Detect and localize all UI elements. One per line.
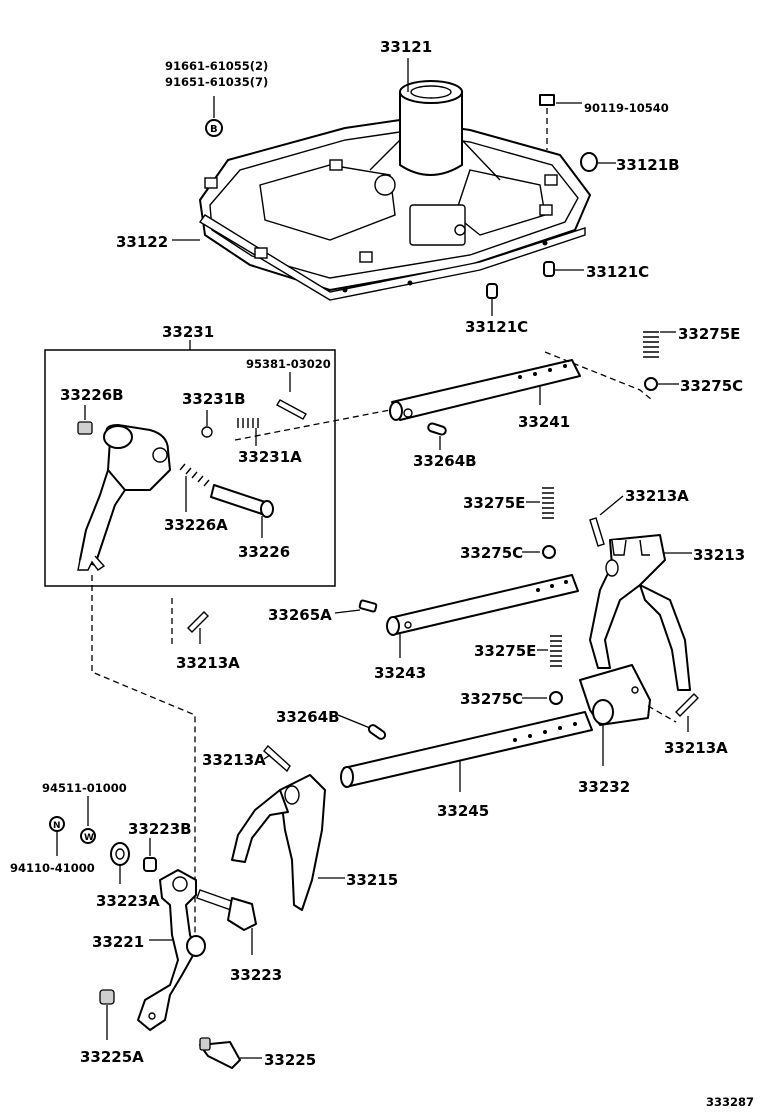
label-33264B-low: 33264B	[276, 708, 340, 726]
label-33231B: 33231B	[182, 390, 246, 408]
washer-33223A	[110, 842, 130, 866]
label-33275E-mid: 33275E	[463, 494, 525, 512]
mark-b: B	[210, 124, 218, 135]
nut-icon: N	[49, 816, 65, 832]
shift-head-33232	[579, 664, 651, 726]
label-33223A: 33223A	[96, 892, 160, 910]
label-95381-03020: 95381-03020	[246, 357, 331, 371]
interlock-pin-33264B-low	[367, 724, 387, 740]
label-94511-01000: 94511-01000	[42, 781, 127, 795]
spring-33226A	[179, 463, 210, 487]
label-33241: 33241	[518, 413, 570, 431]
label-33264B-top: 33264B	[413, 452, 477, 470]
label-33275C-top: 33275C	[680, 377, 743, 395]
label-33226: 33226	[238, 543, 290, 561]
dowel-33121C-bottom	[486, 283, 498, 299]
shift-rail-33245	[340, 711, 593, 788]
label-33121B: 33121B	[616, 156, 680, 174]
label-33231A: 33231A	[238, 448, 302, 466]
figure-id: 333287	[706, 1095, 754, 1109]
label-33213A-lower: 33213A	[176, 654, 240, 672]
label-33226B: 33226B	[60, 386, 124, 404]
label-33223B: 33223B	[128, 820, 192, 838]
shift-lever-boss	[369, 80, 501, 181]
dowel-33121C-right	[543, 261, 555, 277]
shift-cover-housing	[199, 119, 591, 291]
label-33121C-bottom: 33121C	[465, 318, 528, 336]
ball-33275C-mid	[542, 545, 556, 559]
label-33223: 33223	[230, 966, 282, 984]
spring-33275E-top	[643, 331, 659, 358]
nut-33225A	[99, 989, 115, 1005]
label-33221: 33221	[92, 933, 144, 951]
shift-fork-33213	[589, 517, 691, 691]
shift-rail-33241	[389, 359, 581, 421]
breather-plug	[539, 94, 555, 150]
label-91651-61035: 91651-61035(7)	[165, 75, 268, 89]
cover-gasket	[198, 214, 586, 301]
label-33265A: 33265A	[268, 606, 332, 624]
shift-rail-33243	[386, 574, 579, 636]
label-33275E-low: 33275E	[474, 642, 536, 660]
label-33275C-low: 33275C	[460, 690, 523, 708]
label-33243: 33243	[374, 664, 426, 682]
bolt-33223	[196, 889, 257, 931]
label-33215: 33215	[346, 871, 398, 889]
label-94110-41000: 94110-41000	[10, 861, 95, 875]
ball-33275C-top	[644, 377, 658, 391]
seal-33223B	[143, 857, 157, 872]
label-33225A: 33225A	[80, 1048, 144, 1066]
spring-33275E-low	[550, 635, 562, 667]
label-33275E-top: 33275E	[678, 325, 740, 343]
label-33213A-right: 33213A	[664, 739, 728, 757]
label-33232: 33232	[578, 778, 630, 796]
label-33226A: 33226A	[164, 516, 228, 534]
pin-33213A-right	[675, 693, 699, 717]
spring-33275E-mid	[542, 487, 554, 519]
ball-33275C-low	[549, 691, 563, 705]
shift-fork-33215	[231, 744, 326, 911]
washer-icon: W	[80, 828, 96, 844]
label-33245: 33245	[437, 802, 489, 820]
pin-95381	[276, 399, 307, 420]
label-90119-10540: 90119-10540	[584, 101, 669, 115]
shift-lever-33221	[137, 869, 206, 1031]
label-33275C-mid: 33275C	[460, 544, 523, 562]
interlock-pin-33264B-top	[427, 422, 447, 436]
spring-33226B	[77, 421, 93, 435]
label-33121: 33121	[380, 38, 432, 56]
label-91661-61055: 91661-61055(2)	[165, 59, 268, 73]
bolt-icon: B	[205, 119, 223, 137]
ball-33231B	[201, 426, 213, 438]
pin-33265A	[358, 599, 378, 613]
label-33213: 33213	[693, 546, 745, 564]
spring-33231A	[237, 418, 259, 428]
shaft-33226	[210, 484, 274, 518]
label-33213A-upper: 33213A	[625, 487, 689, 505]
label-33231: 33231	[162, 323, 214, 341]
label-33213A-left: 33213A	[202, 751, 266, 769]
shift-head-33231	[77, 424, 171, 571]
label-33122: 33122	[116, 233, 168, 251]
mark-w: W	[84, 833, 94, 843]
cover-bolts	[204, 159, 558, 263]
label-33121C-right: 33121C	[586, 263, 649, 281]
plate-33225	[199, 1037, 241, 1069]
pin-33213A-lower	[187, 611, 209, 633]
mark-n: N	[53, 821, 61, 831]
plug-33121B	[580, 152, 598, 172]
label-33225: 33225	[264, 1051, 316, 1069]
